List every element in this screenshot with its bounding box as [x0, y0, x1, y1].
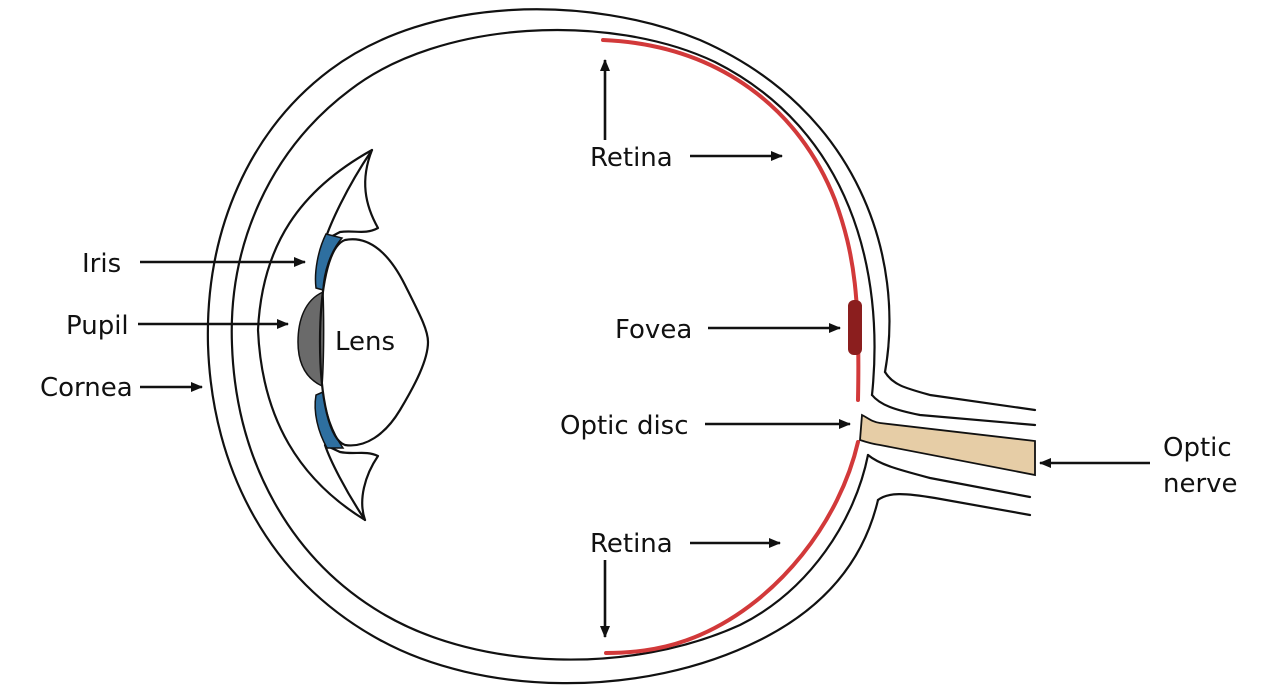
label-fovea: Fovea	[615, 315, 692, 345]
lens	[318, 238, 430, 447]
label-retina-bottom: Retina	[590, 529, 673, 559]
ciliary-body-top	[323, 148, 380, 242]
sclera-outer	[206, 8, 891, 685]
retina-top	[601, 38, 861, 402]
pupil	[297, 290, 325, 388]
cornea	[256, 148, 374, 522]
label-optic-nerve-line2: nerve	[1163, 469, 1238, 499]
optic-nerve-sheath-outer-top	[883, 370, 1037, 412]
optic-nerve-sheath-outer-bottom	[876, 493, 1032, 517]
label-iris: Iris	[82, 249, 121, 279]
label-optic-nerve-line1: Optic	[1163, 433, 1232, 463]
retina-bottom	[604, 440, 860, 655]
label-pupil: Pupil	[66, 311, 129, 341]
label-lens: Lens	[335, 327, 395, 357]
label-cornea: Cornea	[40, 373, 133, 403]
fovea	[848, 300, 862, 355]
ciliary-body-bottom	[323, 443, 380, 522]
sclera-inner	[230, 28, 876, 661]
optic-nerve-sheath-inner-top	[870, 393, 1037, 427]
optic-nerve	[859, 413, 1036, 477]
label-optic-disc: Optic disc	[560, 411, 689, 441]
optic-nerve-sheath-inner-bottom	[866, 453, 1032, 499]
label-retina-top: Retina	[590, 143, 673, 173]
